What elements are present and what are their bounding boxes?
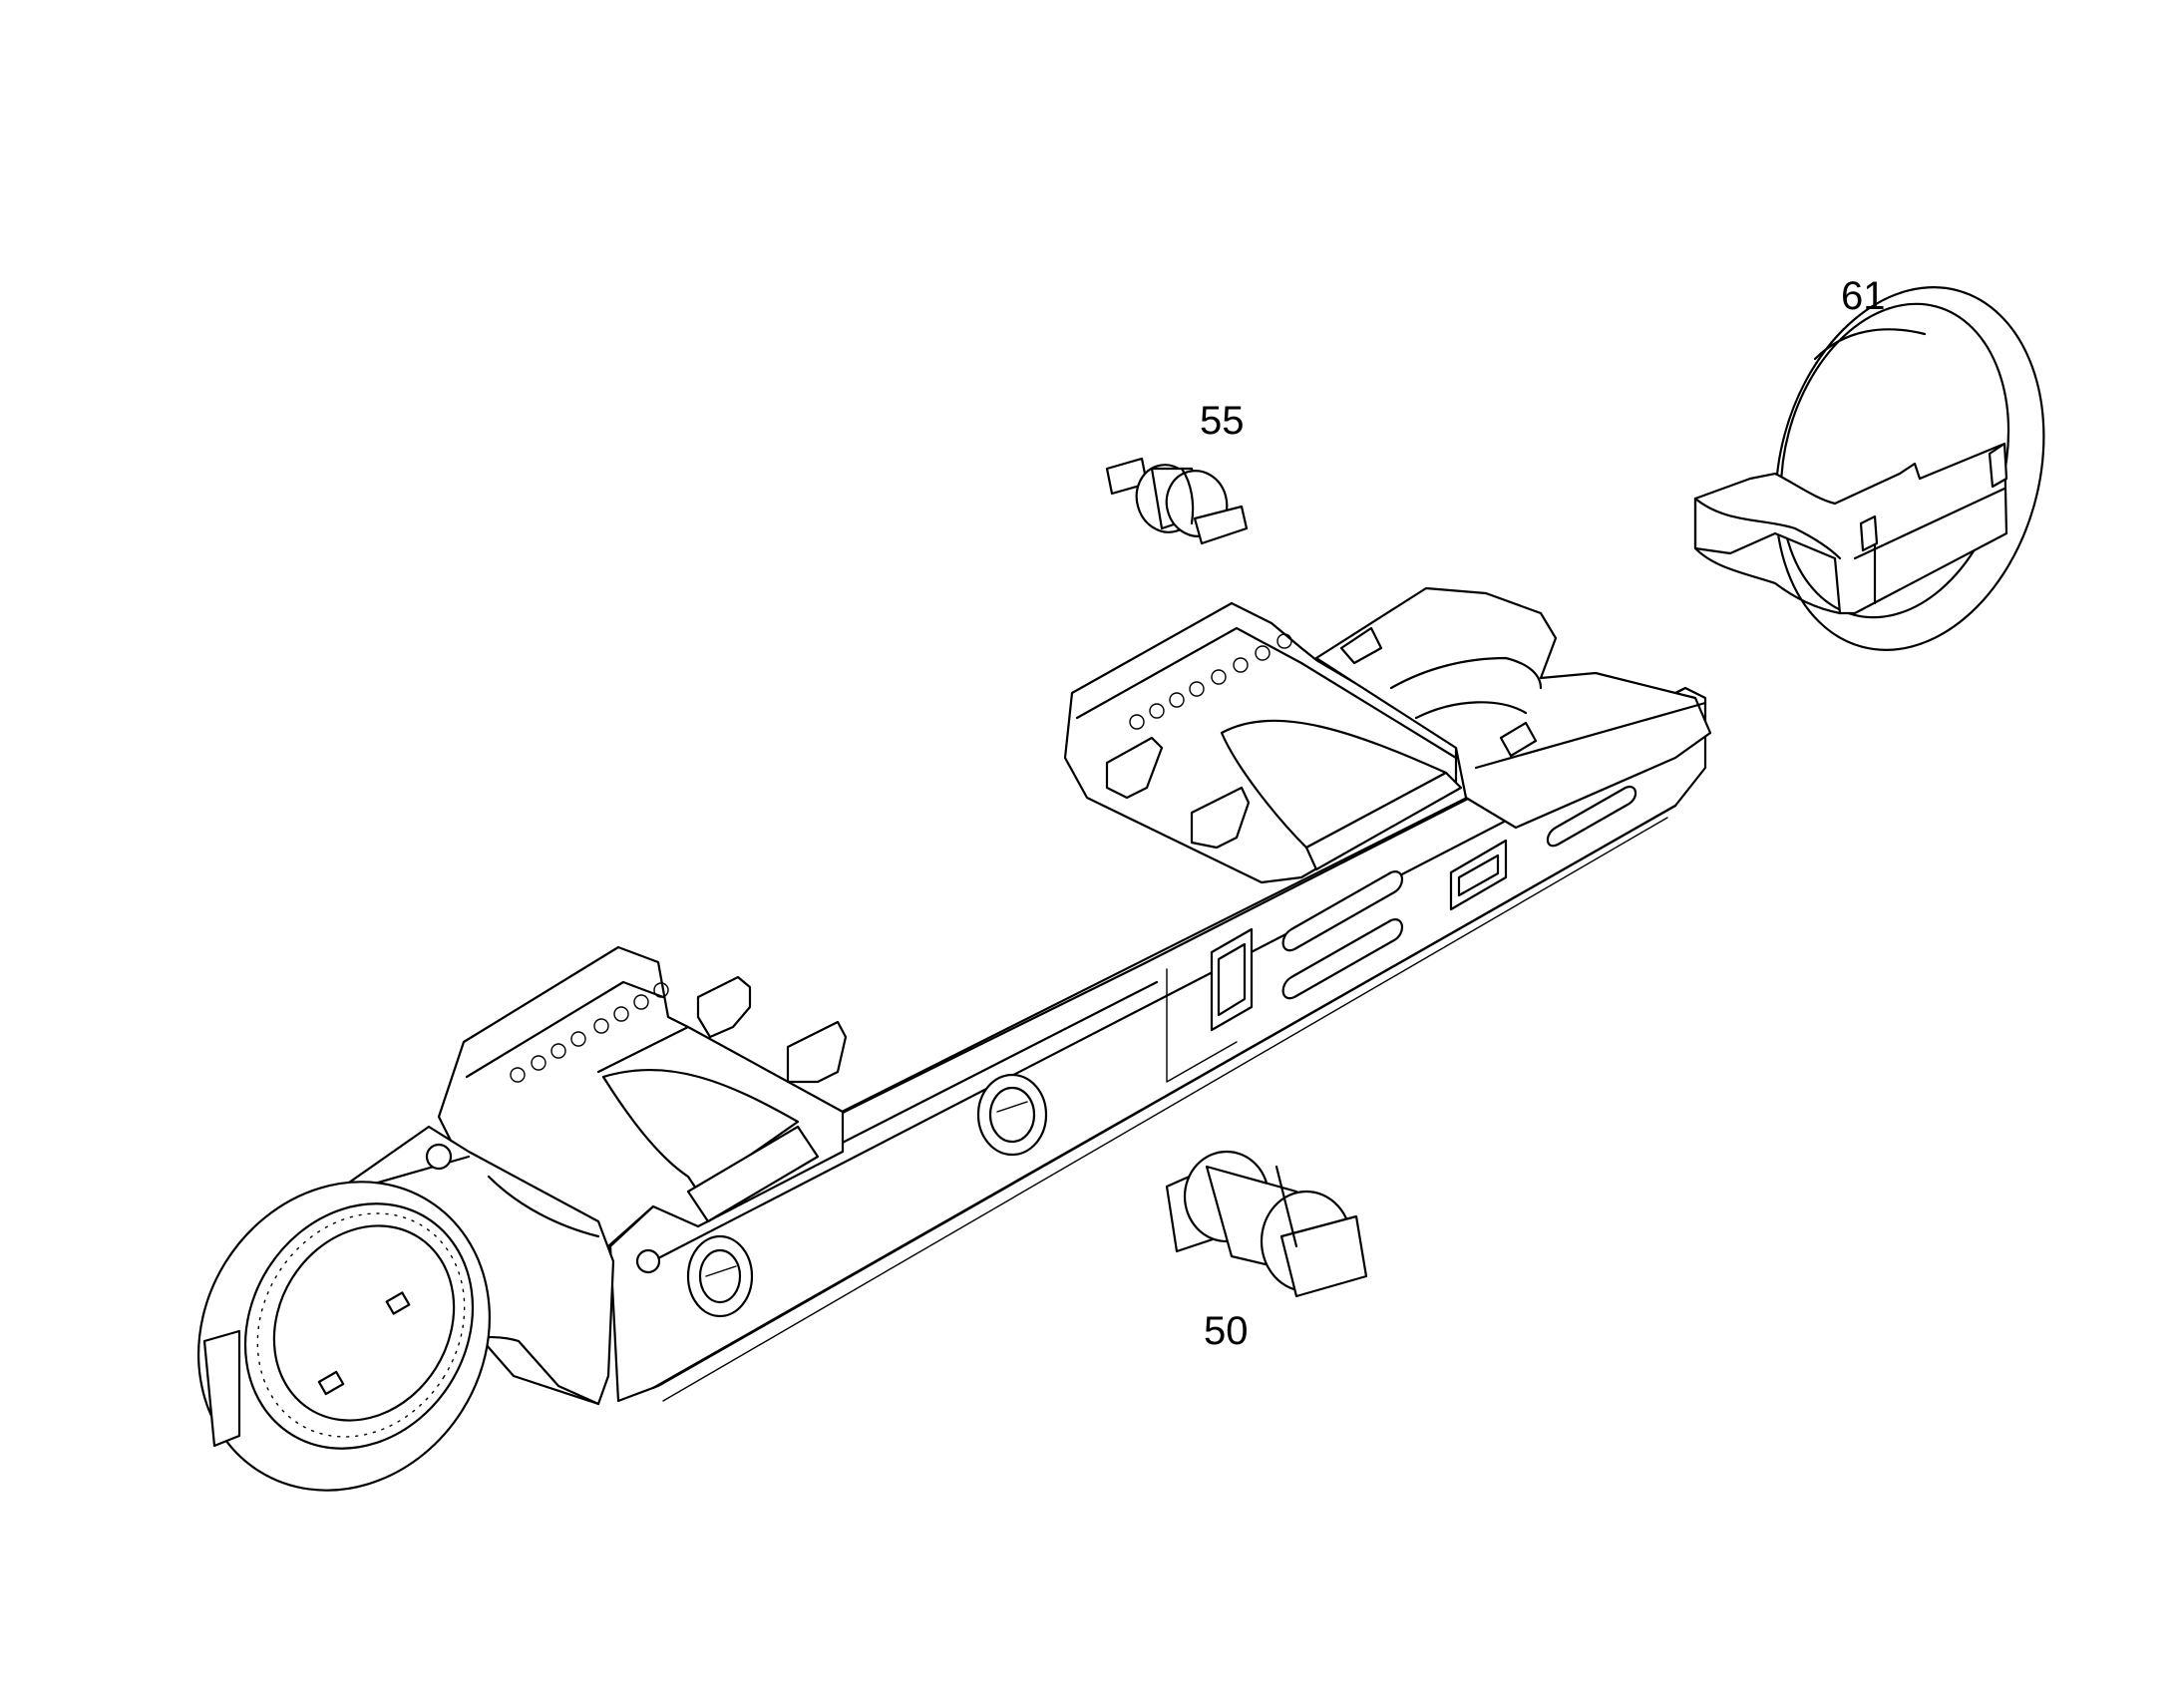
beam-side-slots [1210,740,1637,1032]
rear-bolt-row [510,982,669,1083]
callout-55: 55 [1200,399,1245,443]
large-roller-50 [1165,1150,1368,1298]
track-frame [197,586,1712,1492]
callout-61: 61 [1841,274,1886,318]
small-roller-55 [1105,457,1249,545]
front-bolt-row [1129,633,1292,730]
callout-50: 50 [1204,1309,1249,1353]
beam-hole-front [976,1073,1048,1157]
rear-idler-ring [197,1181,491,1492]
idler-wheel-61 [1693,286,2045,651]
beam-hole-rear [686,1234,754,1318]
